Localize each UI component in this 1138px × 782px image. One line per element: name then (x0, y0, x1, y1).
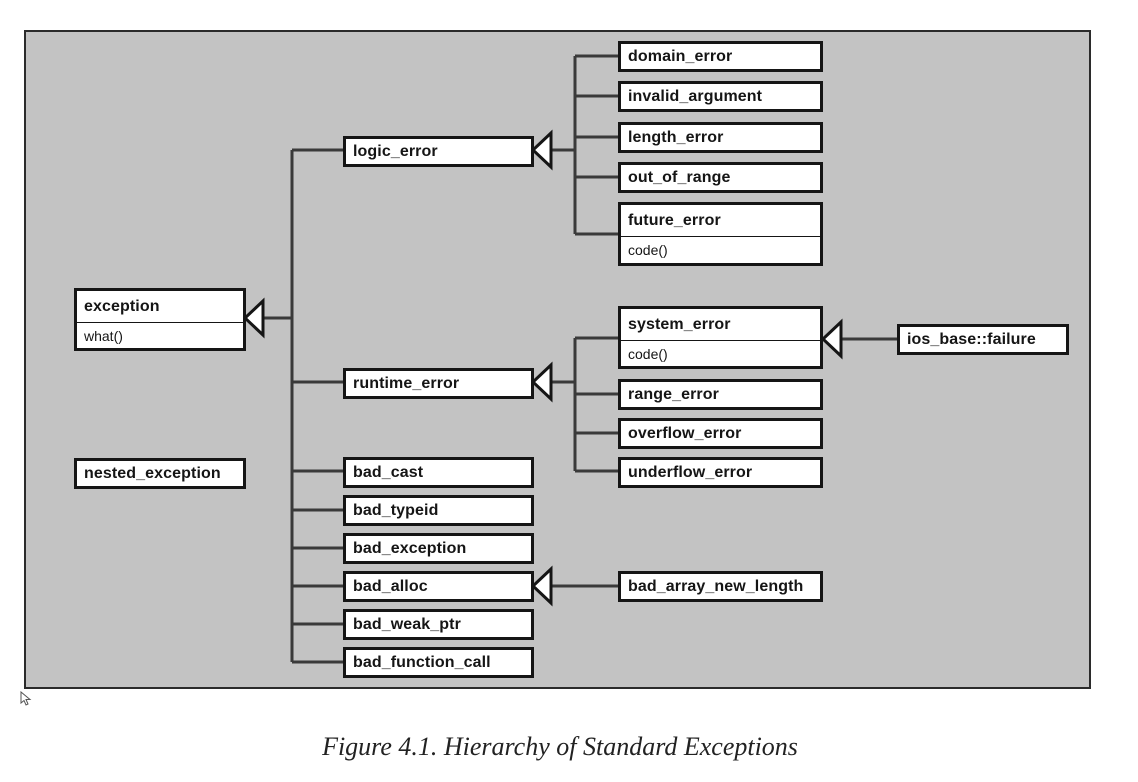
inheritance-arrow (242, 297, 265, 339)
class-name: bad_weak_ptr (353, 615, 461, 633)
class-method: code() (628, 345, 668, 362)
class-bad-alloc: bad_alloc (343, 571, 534, 602)
diagram-panel (24, 30, 1091, 689)
class-name: bad_exception (353, 539, 467, 557)
class-name: logic_error (353, 142, 438, 160)
class-name: bad_typeid (353, 501, 439, 519)
class-name: underflow_error (628, 463, 753, 481)
class-nested-exception: nested_exception (74, 458, 246, 489)
class-method: code() (628, 242, 668, 258)
class-logic-error: logic_error (343, 136, 534, 167)
class-bad-exception: bad_exception (343, 533, 534, 564)
class-runtime-error: runtime_error (343, 368, 534, 399)
class-name: future_error (621, 205, 820, 237)
figure-caption: Figure 4.1. Hierarchy of Standard Except… (322, 732, 798, 761)
class-range-error: range_error (618, 379, 823, 410)
class-length-error: length_error (618, 122, 823, 153)
class-method: what() (84, 327, 123, 344)
class-bad-array-new-length: bad_array_new_length (618, 571, 823, 602)
class-name: range_error (628, 385, 719, 403)
class-name: domain_error (628, 47, 733, 65)
class-name: bad_alloc (353, 577, 428, 595)
inheritance-arrow (530, 361, 553, 403)
inheritance-arrow (530, 565, 553, 607)
class-out-of-range: out_of_range (618, 162, 823, 193)
class-domain-error: domain_error (618, 41, 823, 72)
class-name: nested_exception (84, 464, 221, 482)
class-bad-typeid: bad_typeid (343, 495, 534, 526)
class-name: runtime_error (353, 374, 460, 392)
mouse-cursor-icon (20, 691, 32, 706)
inheritance-arrow (820, 318, 843, 360)
class-bad-weak-ptr: bad_weak_ptr (343, 609, 534, 640)
class-overflow-error: overflow_error (618, 418, 823, 449)
class-system-error: system_error code() (618, 306, 823, 369)
class-name: bad_array_new_length (628, 577, 804, 595)
class-future-error: future_error code() (618, 202, 823, 266)
class-name: invalid_argument (628, 87, 763, 105)
class-bad-function-call: bad_function_call (343, 647, 534, 678)
class-name: overflow_error (628, 424, 742, 442)
class-name: system_error (621, 309, 820, 341)
class-name: bad_function_call (353, 653, 491, 671)
class-bad-cast: bad_cast (343, 457, 534, 488)
inheritance-arrow (530, 129, 553, 171)
class-exception: exception what() (74, 288, 246, 351)
class-name: out_of_range (628, 168, 731, 186)
class-name: exception (77, 291, 243, 323)
class-invalid-argument: invalid_argument (618, 81, 823, 112)
class-name: bad_cast (353, 463, 424, 481)
class-ios-base-failure: ios_base::failure (897, 324, 1069, 355)
class-name: ios_base::failure (907, 330, 1036, 348)
class-underflow-error: underflow_error (618, 457, 823, 488)
class-name: length_error (628, 128, 724, 146)
